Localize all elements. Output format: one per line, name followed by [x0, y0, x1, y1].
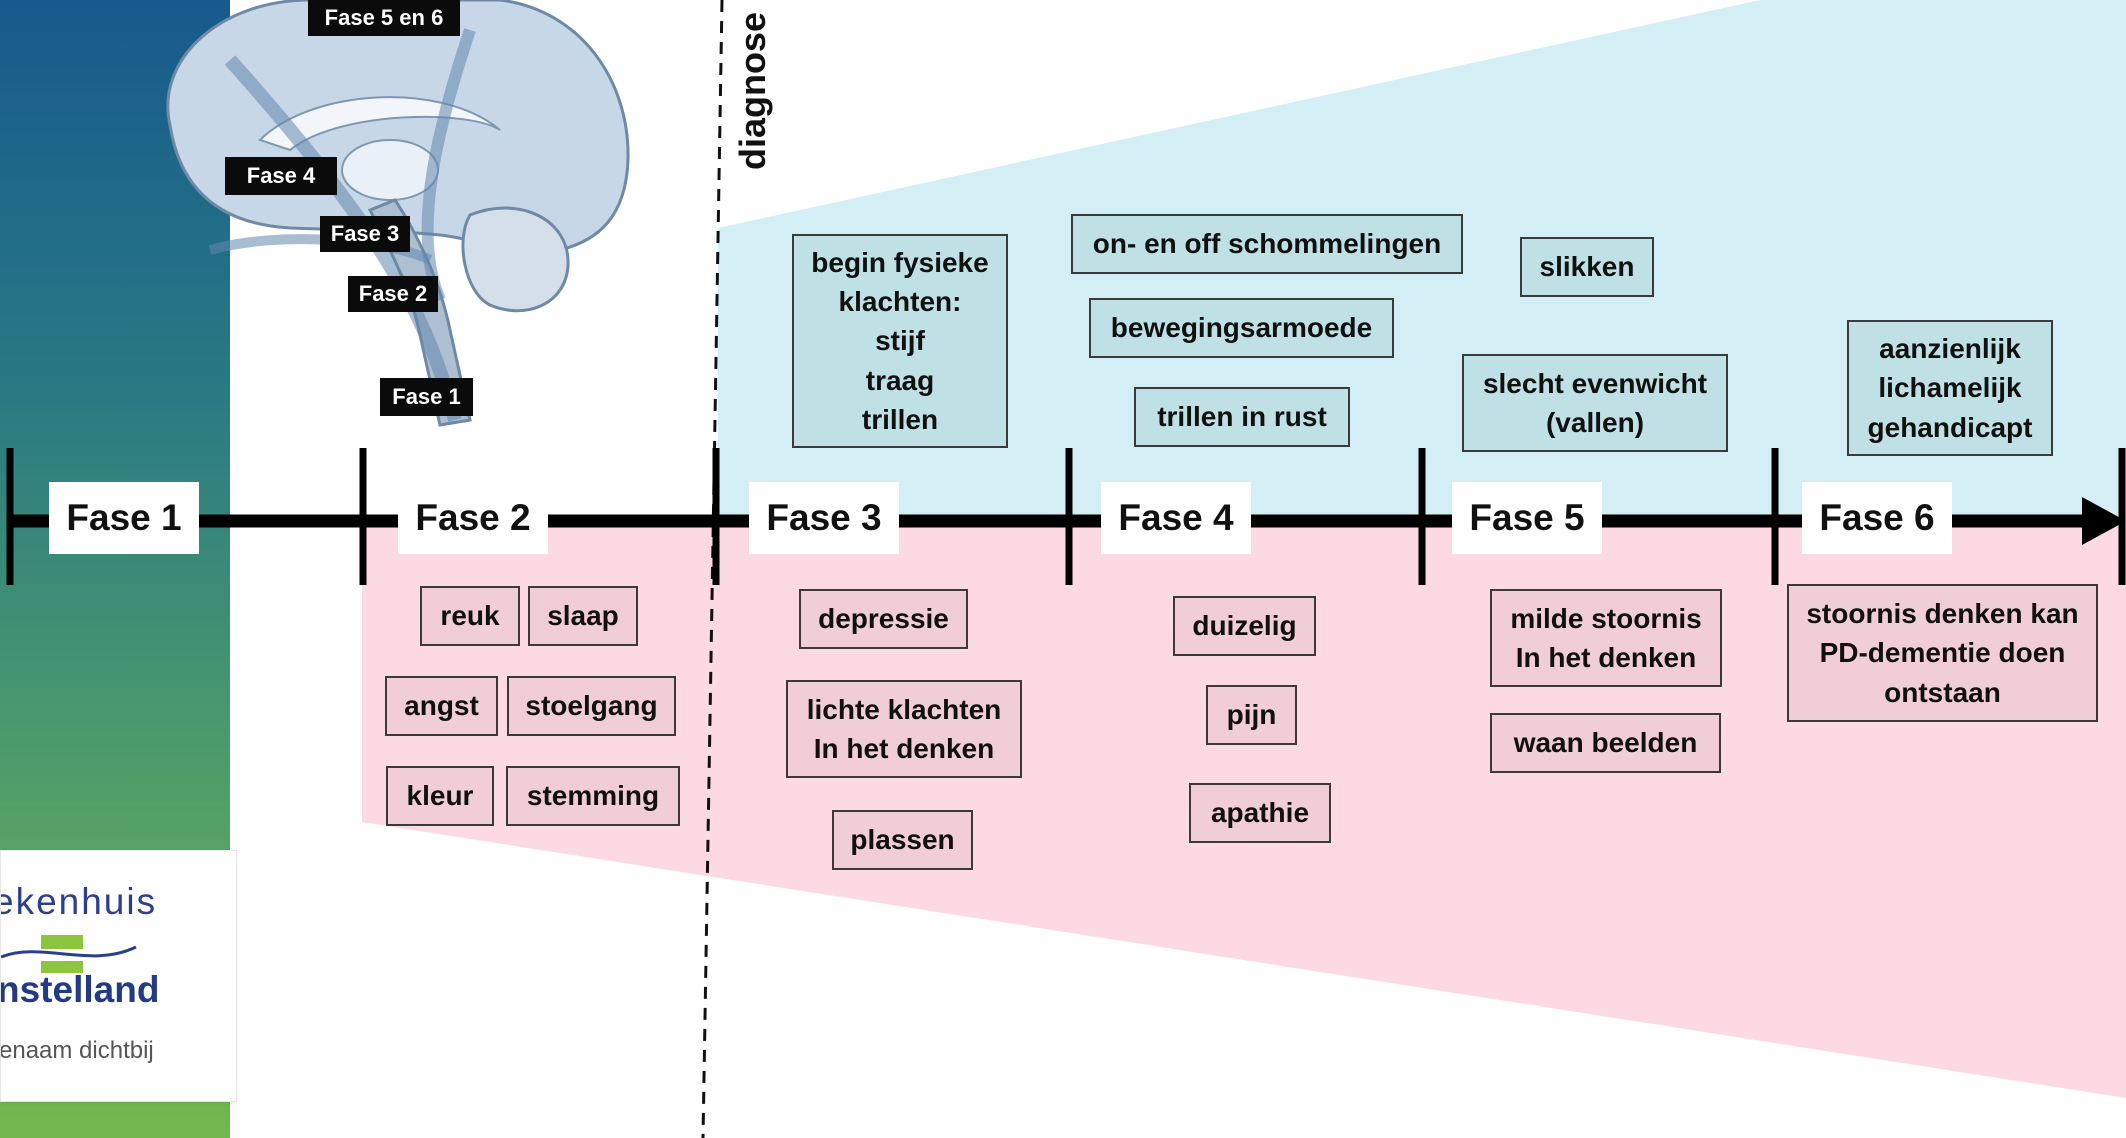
- non-motor-symptom-slaap: slaap: [528, 586, 638, 646]
- motor-symptom-on-off: on- en off schommelingen: [1071, 214, 1463, 274]
- brain-label-fase-1: Fase 1: [380, 378, 473, 416]
- logo-wave-icon: [1, 935, 137, 973]
- non-motor-symptom-lichte-klachten: lichte klachten In het denken: [786, 680, 1022, 778]
- motor-symptom-aanzienlijk-gehandicapt: aanzienlijk lichamelijk gehandicapt: [1847, 320, 2053, 456]
- non-motor-symptom-duizelig: duizelig: [1173, 596, 1316, 656]
- motor-symptom-bewegingsarmoede: bewegingsarmoede: [1089, 298, 1394, 358]
- phase-label-2: Fase 2: [398, 482, 548, 554]
- non-motor-symptom-milde-stoornis: milde stoornis In het denken: [1490, 589, 1722, 687]
- phase-label-4: Fase 4: [1101, 482, 1251, 554]
- motor-symptom-slecht-evenwicht: slecht evenwicht (vallen): [1462, 354, 1728, 452]
- motor-symptom-slikken: slikken: [1520, 237, 1654, 297]
- non-motor-symptom-reuk: reuk: [420, 586, 520, 646]
- phase-label-6: Fase 6: [1802, 482, 1952, 554]
- non-motor-symptom-depressie: depressie: [799, 589, 968, 649]
- timeline-arrowhead: [2082, 497, 2126, 545]
- non-motor-symptom-plassen: plassen: [832, 810, 973, 870]
- brain-label-fase-4: Fase 4: [225, 157, 337, 195]
- phase-label-5: Fase 5: [1452, 482, 1602, 554]
- phase-label-1: Fase 1: [49, 482, 199, 554]
- motor-symptom-trillen-in-rust: trillen in rust: [1134, 387, 1350, 447]
- non-motor-symptom-waan-beelden: waan beelden: [1490, 713, 1721, 773]
- phase-label-3: Fase 3: [749, 482, 899, 554]
- non-motor-symptom-stoelgang: stoelgang: [507, 676, 676, 736]
- non-motor-symptom-kleur: kleur: [386, 766, 494, 826]
- brain-label-fase-2: Fase 2: [348, 276, 438, 312]
- spread-arrow-2: [421, 28, 476, 303]
- non-motor-symptom-pijn: pijn: [1206, 685, 1297, 745]
- brain-label-fase-3: Fase 3: [320, 216, 410, 252]
- non-motor-symptom-angst: angst: [385, 676, 498, 736]
- non-motor-symptom-apathie: apathie: [1189, 783, 1331, 843]
- logo-tagline: enaam dichtbij: [0, 1037, 154, 1064]
- brain-label-fase-5-en-6: Fase 5 en 6: [308, 0, 460, 36]
- non-motor-symptom-stemming: stemming: [506, 766, 680, 826]
- logo-line-2: nstelland: [0, 969, 160, 1010]
- hospital-logo: ekenhuis nstelland enaam dichtbij: [0, 850, 237, 1102]
- logo-line-1: ekenhuis: [0, 881, 158, 922]
- cerebellum: [461, 206, 570, 313]
- non-motor-symptom-stoornis-denken: stoornis denken kan PD-dementie doen ont…: [1787, 584, 2098, 722]
- motor-symptom-begin-fysieke-klachten: begin fysieke klachten: stijf traag tril…: [792, 234, 1008, 448]
